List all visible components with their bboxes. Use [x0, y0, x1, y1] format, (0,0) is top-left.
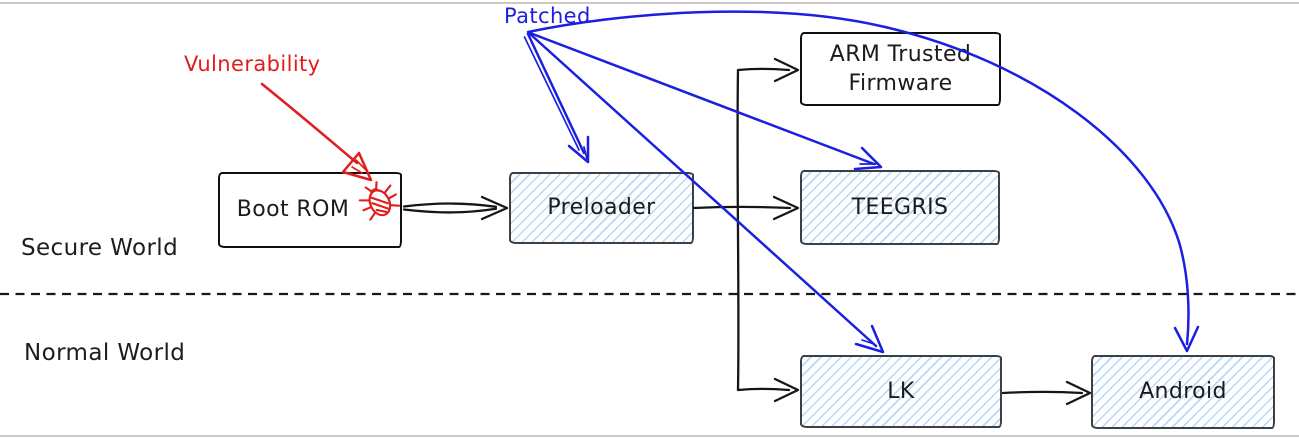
edge-branch-lk — [736, 377, 800, 403]
node-boot-rom: Boot ROM — [218, 172, 402, 248]
secure-world-label: Secure World — [21, 235, 179, 261]
edge-branch-atf — [736, 57, 800, 83]
node-label-arm-trusted-firmware: ARM Trusted Firmware — [829, 41, 972, 96]
node-arm-trusted-firmware: ARM Trusted Firmware — [800, 32, 1001, 106]
frame-top-border — [0, 2, 1299, 4]
vulnerability-arrow-bootrom — [260, 82, 373, 182]
node-teegris: TEEGRIS — [800, 170, 1000, 245]
edge-preloader-teegris — [692, 195, 800, 221]
edge-lk-android — [1001, 380, 1092, 406]
patched-arrow-preloader — [523, 32, 590, 164]
node-lk: LK — [800, 355, 1002, 428]
node-label-teegris: TEEGRIS — [851, 194, 949, 220]
patched-label: Patched — [504, 4, 591, 28]
node-label-boot-rom: Boot ROM — [236, 197, 350, 223]
frame-bottom-border — [0, 435, 1299, 437]
node-preloader: Preloader — [509, 172, 694, 244]
normal-world-label: Normal World — [24, 340, 186, 366]
node-label-preloader: Preloader — [547, 195, 656, 221]
node-android: Android — [1091, 355, 1275, 429]
edge-bootrom-preloader — [402, 195, 509, 221]
node-label-android: Android — [1139, 379, 1227, 405]
edge-preloader-branch-trunk — [736, 68, 740, 392]
vulnerability-label: Vulnerability — [184, 52, 321, 76]
node-label-lk: LK — [887, 378, 915, 404]
bug-icon — [356, 174, 402, 228]
